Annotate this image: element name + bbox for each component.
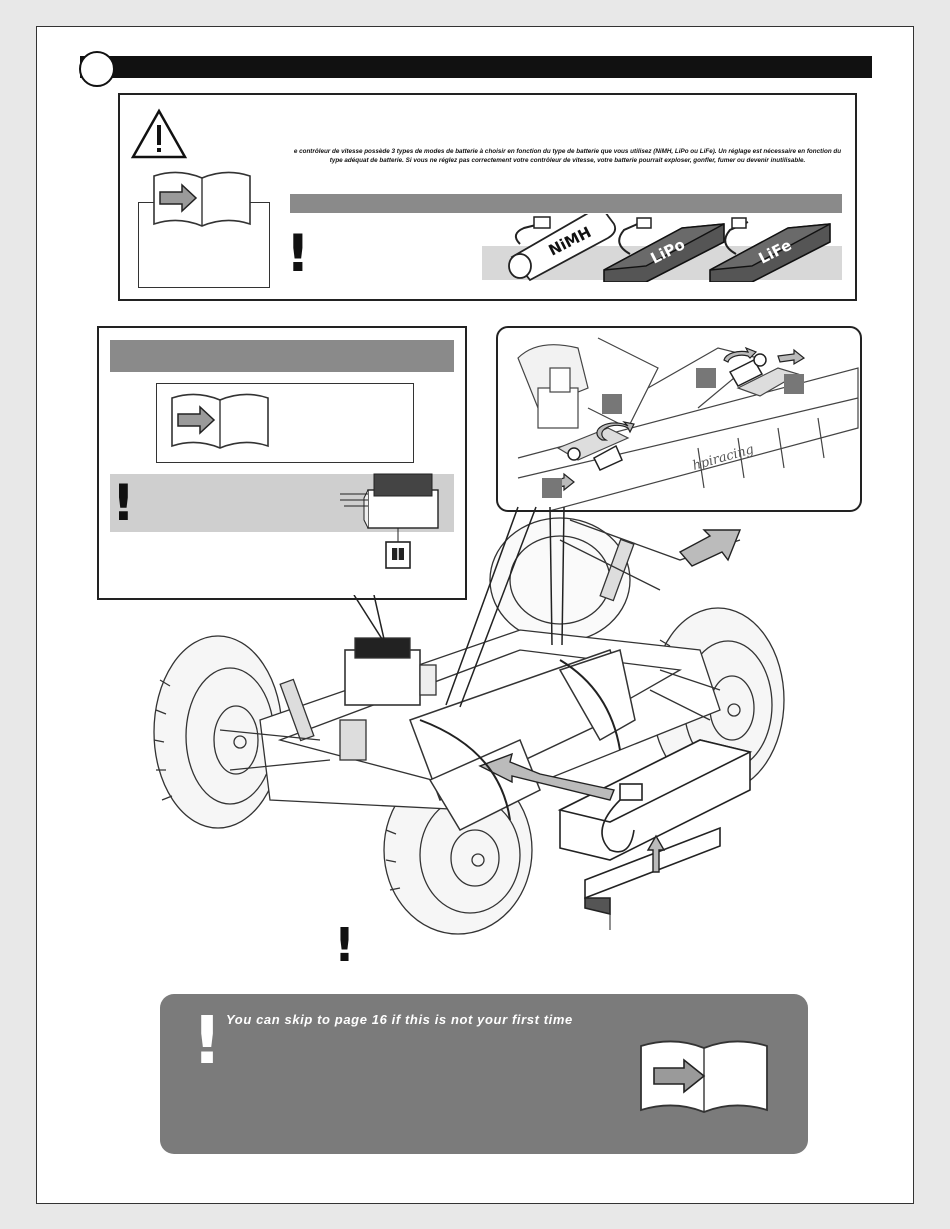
esc-unit-illustration <box>340 473 439 569</box>
life-battery-pack <box>709 217 831 282</box>
open-book-arrow-icon <box>640 1040 768 1113</box>
section-title-bar <box>80 56 872 78</box>
exclamation-icon: ! <box>192 1002 223 1079</box>
exclamation-icon: ! <box>334 918 355 972</box>
open-book-arrow-icon <box>153 171 251 227</box>
skip-page-note-text: You can skip to page 16 if this is not y… <box>226 1012 573 1027</box>
battery-type-header-bar <box>290 194 842 213</box>
open-book-arrow-icon <box>171 393 269 449</box>
warning-triangle-icon <box>130 108 188 159</box>
connector-detail-inset: hpiracing <box>496 326 862 512</box>
connector-detail-illustration: hpiracing <box>517 337 859 510</box>
nimh-battery-pack <box>508 214 617 282</box>
step-number-circle <box>79 51 115 87</box>
exclamation-icon: ! <box>112 474 135 532</box>
brand-mark: hpiracing <box>691 442 756 474</box>
callout-pointer <box>353 595 385 640</box>
french-warning-text: e contrôleur de vitesse possède 3 types … <box>293 148 842 164</box>
exclamation-icon: ! <box>286 224 310 284</box>
truck-chassis-illustration <box>153 517 785 935</box>
lipo-battery-pack <box>603 217 725 282</box>
esc-header-bar <box>110 340 454 372</box>
callout-pointer <box>445 506 565 708</box>
battery-types-illustration: NiMH LiPo LiFe <box>482 214 842 282</box>
